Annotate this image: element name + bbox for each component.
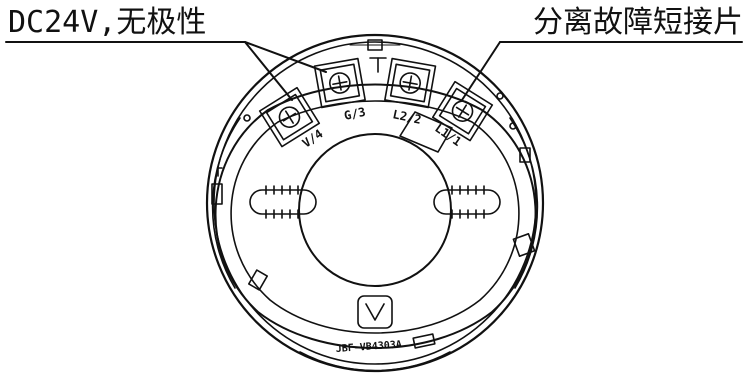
terminal-label-v4: V/4 [300,127,326,151]
terminal-g3 [313,57,366,109]
bottom-clip [412,333,436,349]
isolator-callout-label: 分离故障短接片 [533,5,743,40]
top-notch [349,39,401,51]
terminal-label-l1: L1/1 [432,121,464,149]
ring-clips [211,92,536,291]
alignment-v-mark [357,295,393,329]
model-number: JBF-VB4303A [335,339,402,355]
terminal-label-g3: G/3 [343,105,367,123]
mounting-slot-right [433,185,501,219]
terminal-label-l2: L2/2 [391,107,422,127]
callout-leaders [5,41,743,101]
center-opening [298,133,452,287]
mounting-plate [214,83,537,349]
terminal-l2-2 [384,57,437,109]
isolator-shorting-tab [369,57,453,153]
power-callout-label: DC24V,无极性 [8,5,207,40]
terminal-v4 [258,86,321,148]
mounting-slot-left [249,185,317,219]
